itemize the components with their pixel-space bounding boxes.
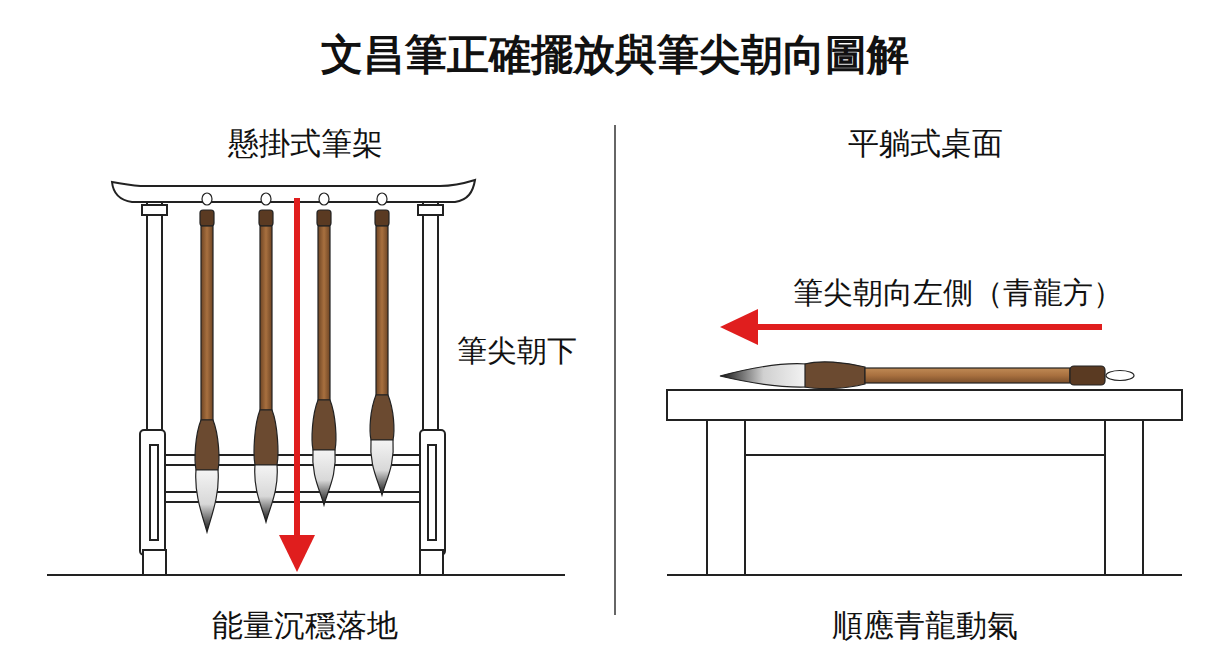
divider-line	[614, 125, 616, 615]
section-heading: 平躺式桌面	[844, 126, 1007, 160]
hanging-brush	[312, 193, 336, 505]
hanging-brush	[370, 193, 394, 495]
direction-note: 筆尖朝向左側（青龍方）	[789, 276, 1127, 309]
hanging-brush	[254, 193, 278, 522]
diagram-title: 文昌筆正確擺放與筆尖朝向圖解	[321, 32, 909, 78]
table	[667, 390, 1182, 575]
direction-note: 筆尖朝下	[453, 334, 581, 367]
section-heading: 懸掛式筆架	[224, 126, 387, 160]
left-arrow	[720, 309, 1102, 345]
down-arrow	[279, 198, 315, 572]
ground-line	[47, 574, 565, 576]
hanging-brush	[195, 193, 219, 532]
caption-note: 能量沉穩落地	[208, 608, 402, 642]
caption-note: 順應青龍動氣	[828, 608, 1022, 642]
brush-rack	[112, 180, 475, 575]
lying-brush	[720, 362, 1134, 389]
